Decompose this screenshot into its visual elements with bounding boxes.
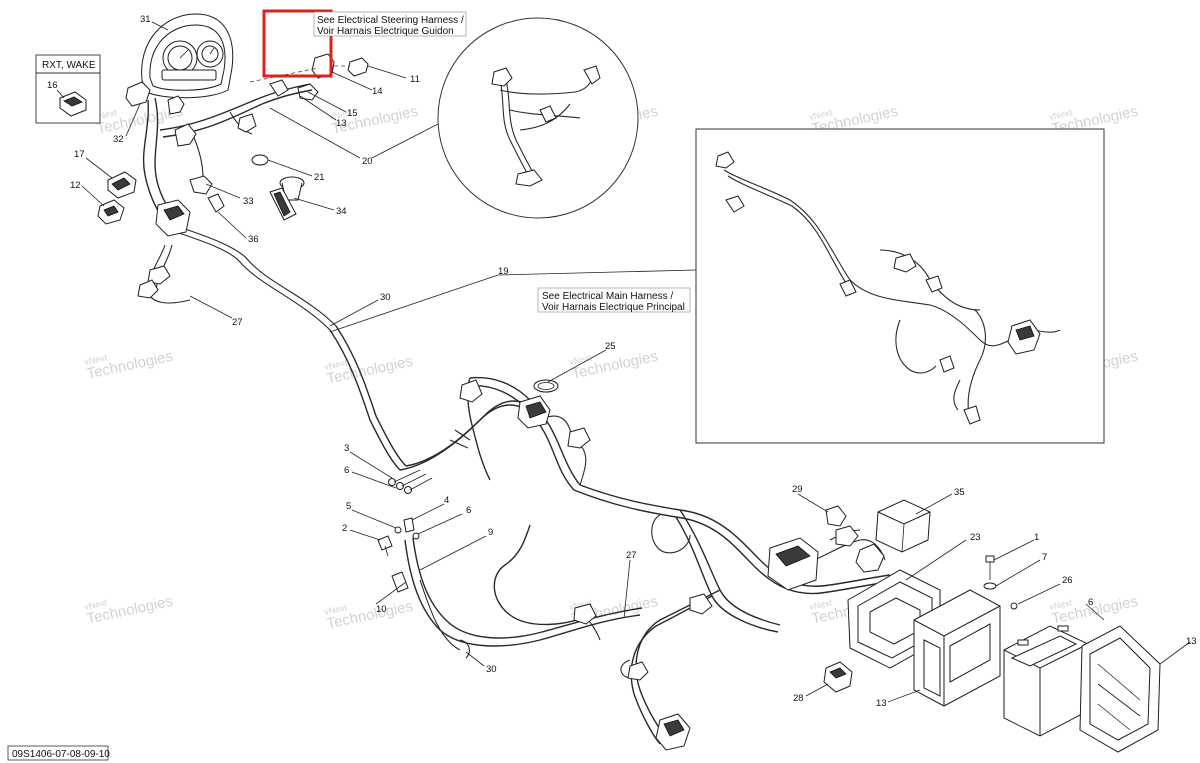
note-main: See Electrical Main Harness / Voir Harna… xyxy=(537,287,691,313)
callout-6: 6 xyxy=(344,465,349,476)
bolt-2 xyxy=(377,535,393,557)
svg-text:vNext: vNext xyxy=(83,597,108,612)
callout-6: 6 xyxy=(1088,597,1093,608)
callout-5: 5 xyxy=(346,501,351,512)
washer-6 xyxy=(412,532,420,540)
part-36-connector xyxy=(207,193,225,213)
callout-17: 17 xyxy=(74,149,85,160)
callout-20: 20 xyxy=(362,156,373,167)
highlight-box xyxy=(262,9,333,78)
callout-9: 9 xyxy=(488,527,493,538)
callout-4: 4 xyxy=(444,495,449,506)
switch-17 xyxy=(107,171,137,199)
callout-36: 36 xyxy=(248,234,259,245)
callout-29: 29 xyxy=(792,484,803,495)
battery-cover-13 xyxy=(1079,625,1161,753)
gauge-cluster xyxy=(141,13,234,99)
callout-35: 35 xyxy=(954,487,965,498)
callout-14: 14 xyxy=(372,86,383,97)
part-33 xyxy=(189,175,213,195)
callout-7: 7 xyxy=(1042,552,1047,563)
callout-16: 16 xyxy=(47,80,58,91)
connector-29 xyxy=(825,505,847,527)
reference-code-text: 09S1406-07-08-09-10 xyxy=(12,749,110,760)
note-steering: See Electrical Steering Harness / Voir H… xyxy=(313,11,467,37)
callout-32: 32 xyxy=(113,134,124,145)
note-steering-line1: See Electrical Steering Harness / xyxy=(317,15,464,26)
svg-text:vNext: vNext xyxy=(568,352,593,367)
callout-11: 11 xyxy=(410,74,420,85)
main-harness xyxy=(329,325,891,751)
svg-text:vNext: vNext xyxy=(808,107,833,122)
note-steering-line2: Voir Harnais Electrique Guidon xyxy=(317,26,454,37)
svg-text:vNext: vNext xyxy=(323,357,348,372)
module-35 xyxy=(875,499,931,553)
callout-21: 21 xyxy=(314,172,325,183)
callout-1: 1 xyxy=(1034,532,1039,543)
callout-13: 13 xyxy=(1186,636,1197,647)
relay-28 xyxy=(823,661,853,693)
callout-31: 31 xyxy=(140,14,151,25)
svg-text:vNext: vNext xyxy=(323,602,348,617)
svg-text:vNext: vNext xyxy=(83,352,108,367)
detail-main-harness xyxy=(695,128,1105,444)
callout-30: 30 xyxy=(380,292,391,303)
battery-tray-13 xyxy=(913,589,1001,707)
note-main-line2: Voir Harnais Electrique Principal xyxy=(542,302,685,313)
switch-12 xyxy=(97,199,125,225)
variant-box: RXT, WAKE xyxy=(35,54,101,124)
callout-27: 27 xyxy=(626,550,637,561)
callout-13: 13 xyxy=(876,698,887,709)
washer-7 xyxy=(983,582,997,590)
svg-text:vNext: vNext xyxy=(1048,107,1073,122)
part-21 xyxy=(251,154,305,201)
callout-19: 19 xyxy=(498,266,509,277)
bolt-1 xyxy=(985,555,995,580)
callout-2: 2 xyxy=(342,523,347,534)
detail-steering-harness xyxy=(437,17,639,219)
callout-10: 10 xyxy=(376,604,387,615)
note-main-line1: See Electrical Main Harness / xyxy=(542,291,673,302)
switch-16 xyxy=(59,91,87,117)
leader-lines xyxy=(81,21,1191,703)
fasteners xyxy=(377,469,433,557)
svg-text:vNext: vNext xyxy=(1048,597,1073,612)
svg-text:vNext: vNext xyxy=(808,597,833,612)
callout-25: 25 xyxy=(605,341,616,352)
reference-code: 09S1406-07-08-09-10 xyxy=(7,745,110,761)
callout-6: 6 xyxy=(466,505,471,516)
upper-harness xyxy=(125,79,337,331)
ring-terminal-3 xyxy=(388,469,433,494)
battery xyxy=(1003,625,1089,737)
callout-30: 30 xyxy=(486,664,497,675)
variant-label: RXT, WAKE xyxy=(42,60,96,71)
terminal-4 xyxy=(403,517,415,533)
callout-23: 23 xyxy=(970,532,981,543)
callout-27: 27 xyxy=(232,317,243,328)
callouts: 31 16 11 14 15 13 32 20 17 21 12 33 34 3… xyxy=(47,14,1197,709)
callout-33: 33 xyxy=(243,196,254,207)
callout-15: 15 xyxy=(347,108,358,119)
nut-5 xyxy=(394,526,402,534)
callout-28: 28 xyxy=(793,693,804,704)
callout-26: 26 xyxy=(1062,575,1073,586)
callout-12: 12 xyxy=(70,180,81,191)
nut-26 xyxy=(1010,602,1018,610)
callout-3: 3 xyxy=(344,443,349,454)
callout-34: 34 xyxy=(336,206,347,217)
clamp-25 xyxy=(533,379,559,393)
svg-text:vNext: vNext xyxy=(328,107,353,122)
lower-harness xyxy=(391,524,643,659)
callout-13: 13 xyxy=(336,118,347,129)
part-34 xyxy=(269,187,297,221)
